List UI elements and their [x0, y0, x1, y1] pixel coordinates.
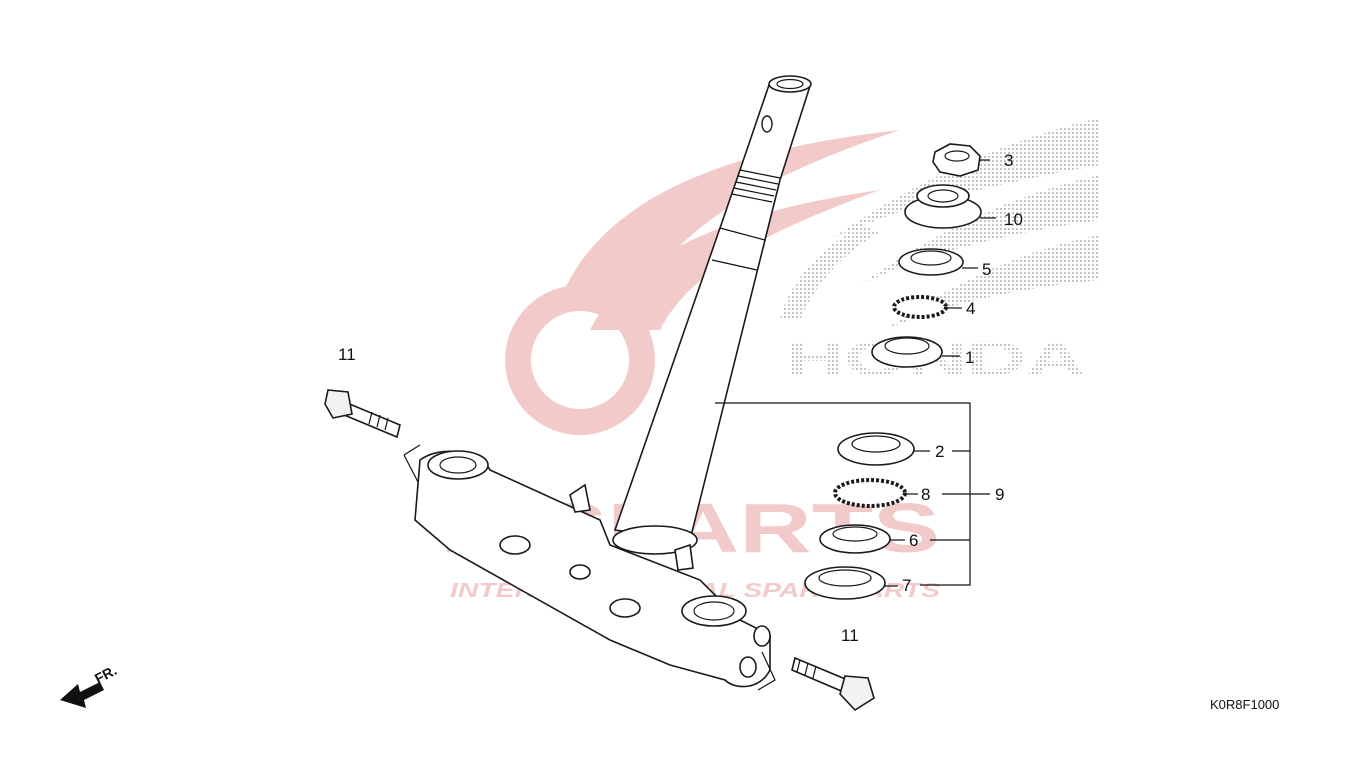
arrow-left-icon — [60, 682, 104, 708]
callout-9: 9 — [995, 485, 1004, 504]
upper-bearing-stack — [871, 143, 996, 368]
callout-3: 3 — [1004, 151, 1013, 170]
race-1 — [871, 336, 960, 368]
steering-stem — [613, 75, 812, 541]
lower-race-6 — [819, 524, 905, 554]
callout-labels: 3 10 5 4 1 2 8 9 6 7 11 11 — [338, 151, 1023, 645]
dust-seal-2 — [837, 432, 930, 466]
front-direction-indicator: FR. — [60, 662, 119, 708]
ball-bearing-4 — [892, 295, 962, 319]
callout-4: 4 — [966, 299, 975, 318]
ball-bearing-8 — [833, 478, 918, 508]
upper-race-5 — [898, 248, 978, 276]
callout-5: 5 — [982, 260, 991, 279]
lower-bearing-stack — [715, 402, 990, 600]
diagram-code: K0R8F1000 — [1210, 697, 1279, 712]
kit-bracket-9 — [715, 402, 990, 586]
direction-label: FR. — [92, 662, 119, 687]
dust-seal-7 — [804, 566, 898, 600]
callout-1: 1 — [965, 348, 974, 367]
callout-7: 7 — [902, 576, 911, 595]
bolt-11-upper — [324, 389, 401, 439]
bottom-bridge — [403, 444, 776, 691]
callout-10: 10 — [1004, 210, 1023, 229]
bolt-11-lower — [791, 656, 875, 712]
steering-nut-3 — [932, 143, 990, 177]
callout-6: 6 — [909, 531, 918, 550]
callout-8: 8 — [921, 485, 930, 504]
lock-nut-10 — [904, 184, 996, 229]
callout-2: 2 — [935, 442, 944, 461]
callout-11-upper: 11 — [338, 345, 356, 364]
callout-11-lower: 11 — [841, 626, 859, 645]
